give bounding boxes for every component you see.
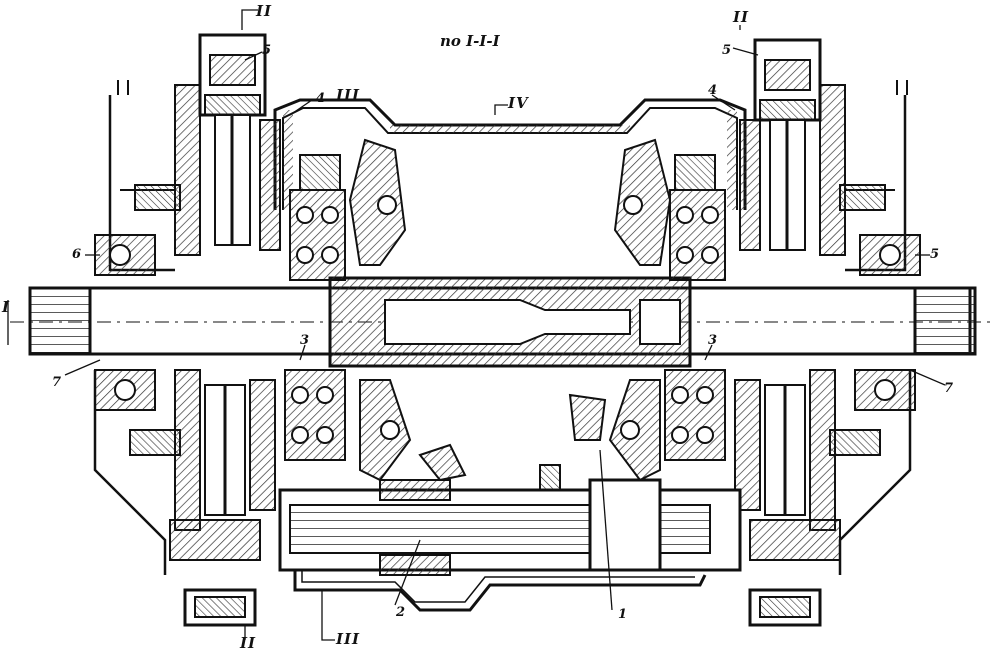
label-7-right: 7 [944, 381, 954, 396]
label-III-top: III [336, 86, 361, 104]
label-I: I [2, 298, 11, 316]
label-1: 1 [618, 607, 628, 622]
label-4-right: 4 [708, 83, 718, 98]
left-upper-assembly [94, 33, 346, 281]
label-II-top-right: II [733, 8, 750, 26]
label-3-left: 3 [300, 333, 310, 348]
label-III-bottom: III [336, 630, 361, 648]
main-shaft [10, 276, 990, 368]
label-6: 6 [72, 247, 82, 262]
right-lower-assembly [664, 369, 916, 627]
label-7-left: 7 [52, 375, 62, 390]
lower-countershaft [278, 443, 742, 576]
label-5-right: 5 [722, 43, 732, 58]
drawing-title: по I-I-I [440, 32, 500, 50]
label-5-left: 5 [262, 43, 272, 58]
right-upper-assembly [669, 38, 921, 281]
label-3-right: 3 [708, 333, 718, 348]
upper-inner-webs [348, 138, 672, 266]
label-II-bottom-left: II [240, 634, 257, 652]
label-5-side: 5 [930, 247, 940, 262]
label-II-top-left: II [256, 2, 273, 20]
label-2: 2 [396, 605, 406, 620]
leader-lines [7, 9, 946, 641]
lower-inner-webs [359, 379, 661, 482]
left-lower-assembly [93, 369, 346, 627]
lower-sump-housing [293, 570, 707, 612]
label-IV: IV [508, 94, 529, 112]
label-4-left: 4 [316, 91, 326, 106]
